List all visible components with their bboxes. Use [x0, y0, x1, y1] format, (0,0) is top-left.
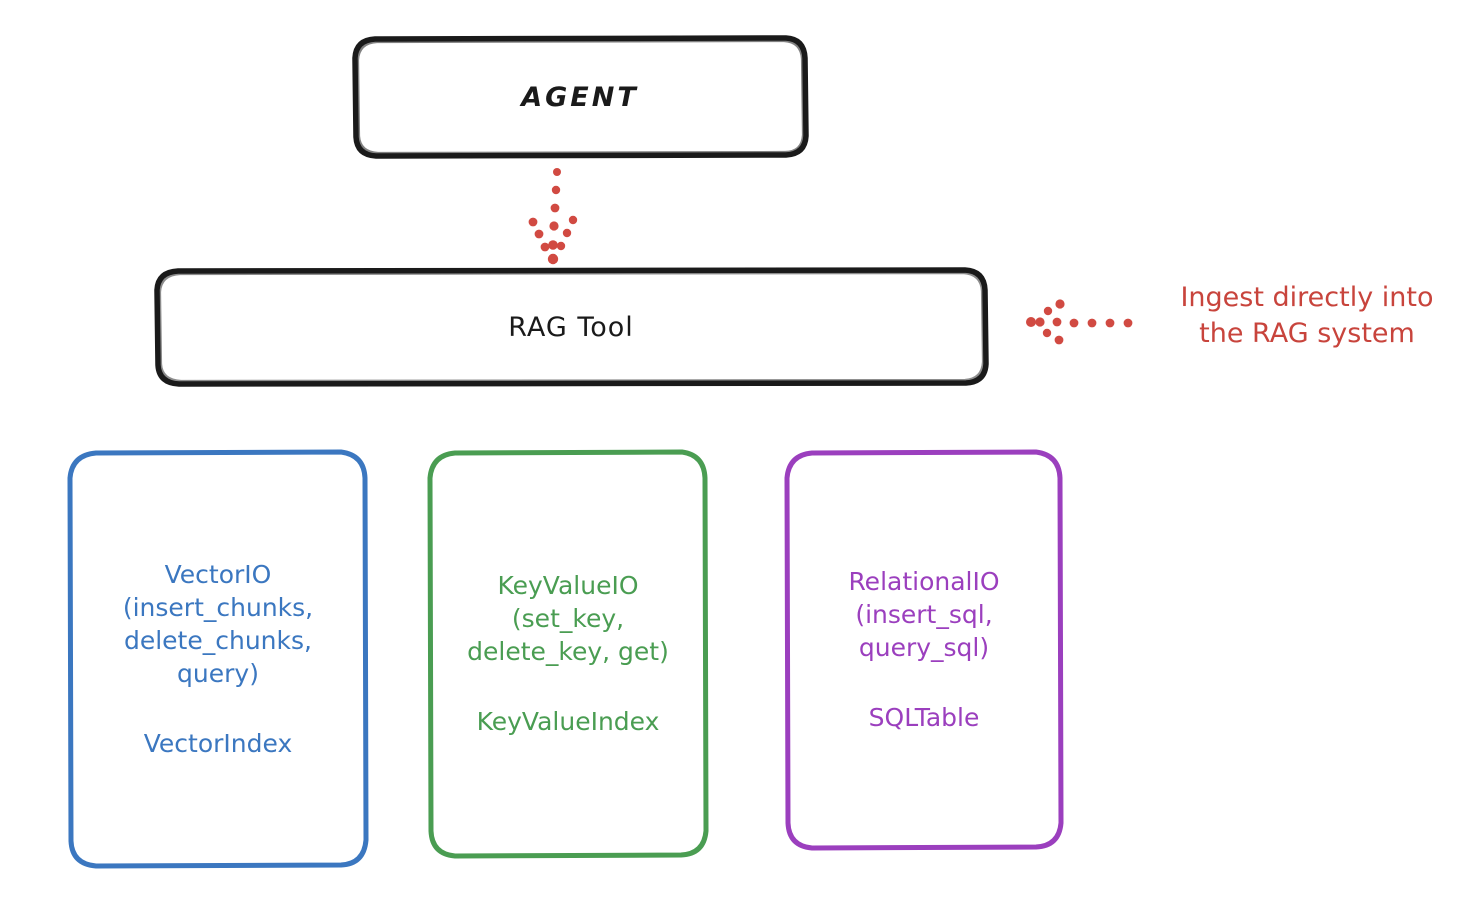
vectorio-node[interactable]: VectorIO (insert_chunks, delete_chunks, … [70, 452, 366, 866]
relationalio-label: RelationalIO (insert_sql, query_sql) [848, 567, 1000, 663]
vectorio-box-outline [67, 449, 369, 869]
rag-tool-box-outline [154, 267, 989, 387]
keyvalueio-label: KeyValueIO (set_key, delete_key, get) [467, 571, 669, 667]
dotted-left-arrow-icon [1026, 299, 1133, 345]
rag-tool-label: RAG Tool [508, 311, 634, 343]
rag-tool-node[interactable]: RAG Tool [157, 270, 985, 384]
keyvalueio-node[interactable]: KeyValueIO (set_key, delete_key, get) Ke… [430, 452, 706, 856]
agent-node[interactable]: AGENT [355, 38, 805, 156]
keyvalueio-box-outline [427, 449, 709, 859]
ingest-annotation-text: Ingest directly into the RAG system [1180, 282, 1434, 349]
relationalio-box-outline [784, 449, 1064, 851]
keyvalueio-sublabel: KeyValueIndex [476, 707, 660, 737]
vectorio-label: VectorIO (insert_chunks, delete_chunks, … [122, 559, 314, 688]
relationalio-node[interactable]: RelationalIO (insert_sql, query_sql) SQL… [788, 452, 1060, 848]
vectorio-sublabel: VectorIndex [143, 728, 293, 758]
agent-box-outline [352, 35, 809, 159]
relationalio-sublabel: SQLTable [868, 703, 980, 733]
agent-label: AGENT [521, 81, 639, 113]
dotted-down-arrow-icon [528, 168, 578, 265]
